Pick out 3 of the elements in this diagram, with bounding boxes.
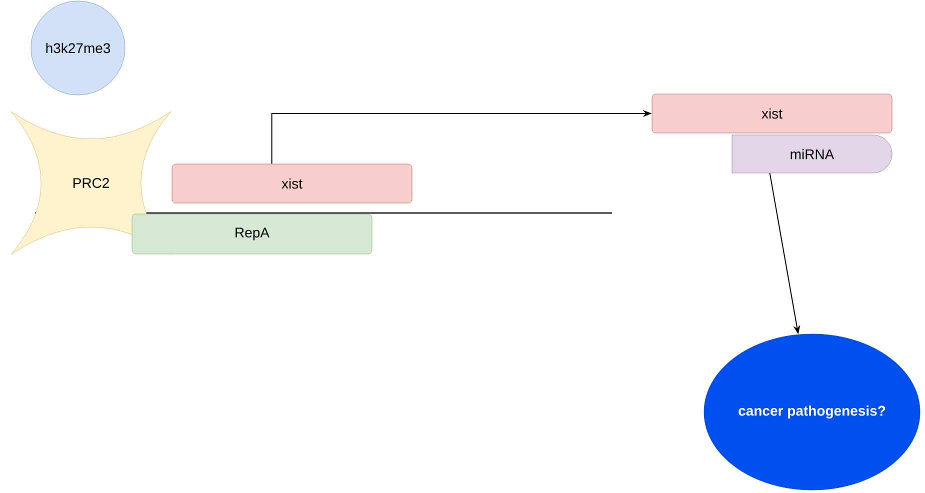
transcript-box: xist [652, 94, 892, 134]
gene-box: RepA [132, 214, 372, 254]
gene-box: xist [172, 164, 412, 204]
